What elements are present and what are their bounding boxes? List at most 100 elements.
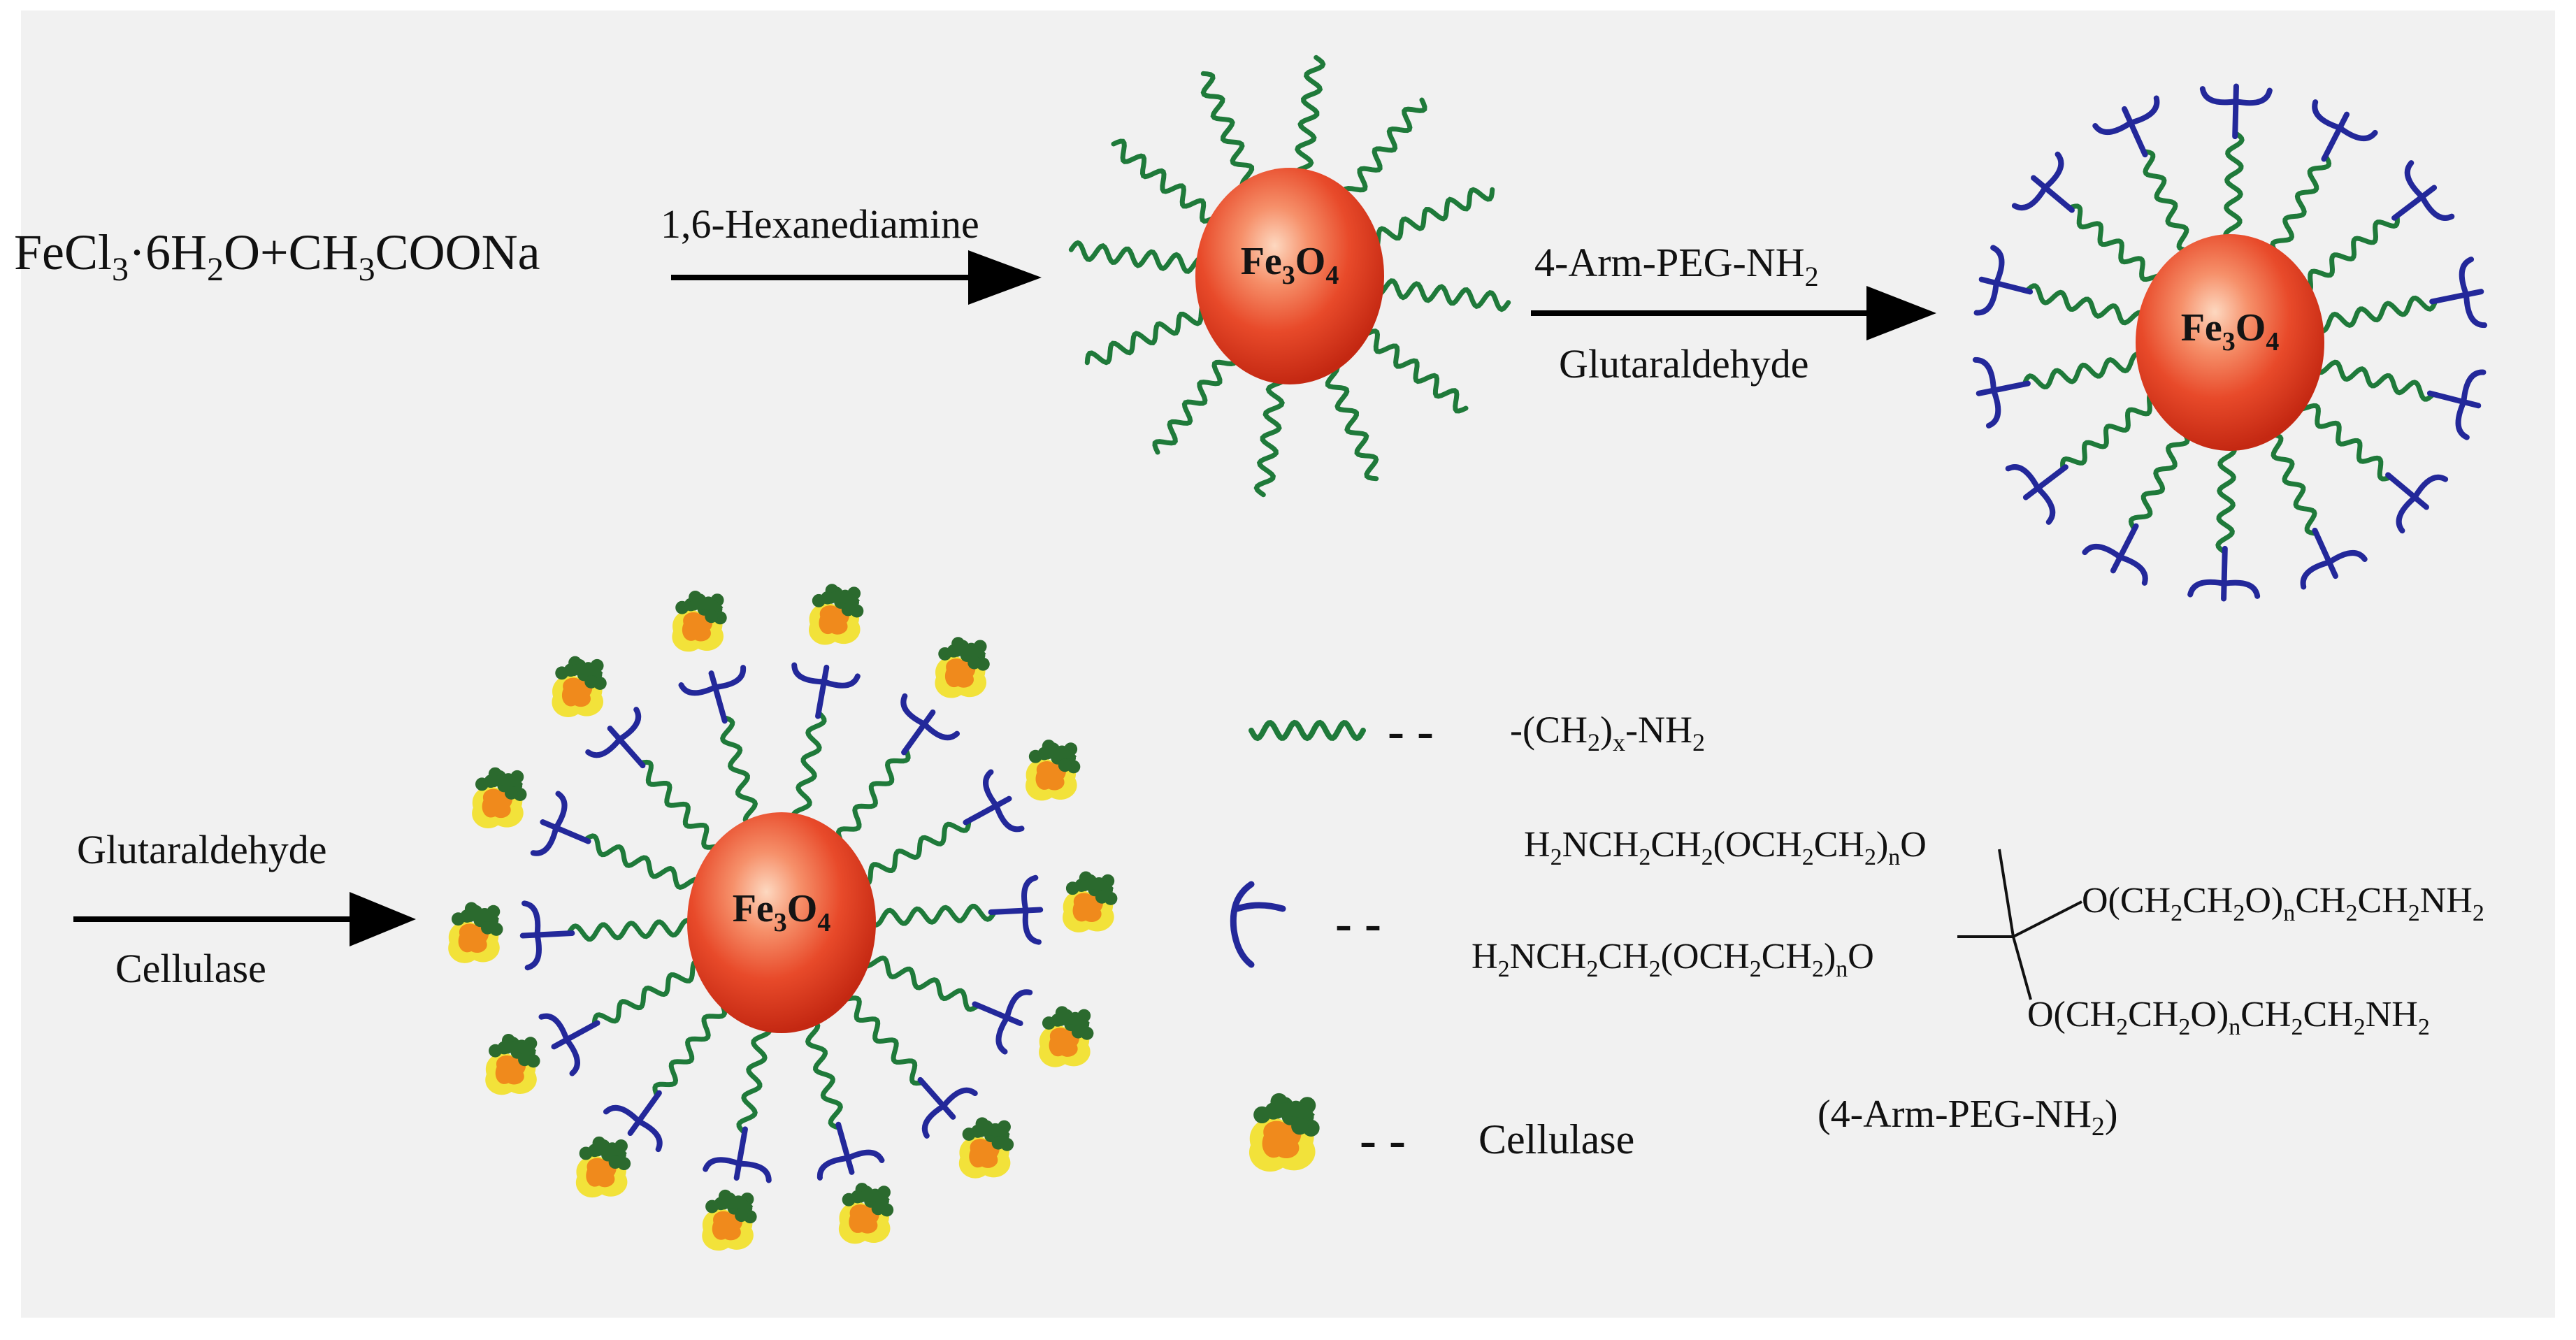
step3-reagent2-label: Cellulase <box>115 946 266 991</box>
peg-arm-fork <box>1973 245 2005 316</box>
cellulase-enzyme <box>552 656 607 717</box>
peg-arm-fork <box>2199 83 2273 106</box>
peg-formula-line2: H2NCH2CH2(OCH2CH2)nO <box>1472 937 1874 982</box>
reactants-formula: FeCl3·6H2O+CH3COONa <box>14 224 540 288</box>
particle1-linker-arms <box>1068 55 1511 498</box>
linker-chain <box>582 833 704 891</box>
linker-chain <box>1068 240 1209 274</box>
particle3-core <box>687 812 876 1033</box>
particle1-label: Fe3O4 <box>1241 240 1339 290</box>
cellulase-enzyme <box>935 637 990 698</box>
cellulase-enzyme <box>1039 1006 1094 1067</box>
cellulase-enzyme <box>472 767 527 828</box>
linker-chain <box>638 759 728 860</box>
peg-core-bonds <box>1957 849 2082 1000</box>
linker-chain <box>720 714 765 842</box>
cellulase-enzyme <box>448 902 503 963</box>
particle2-core <box>2136 234 2324 451</box>
peg-arm-fork <box>2300 550 2368 590</box>
reaction-arrow-step2 <box>1531 286 1936 340</box>
linker-chain <box>1084 301 1216 366</box>
peg-arm-fork <box>816 1149 885 1181</box>
linker-chain <box>2066 203 2166 289</box>
peg-arm-fork <box>585 707 642 758</box>
cellulase-enzyme <box>1249 1093 1320 1172</box>
linker-chain <box>652 990 733 1099</box>
linker-chain <box>1111 138 1226 229</box>
linker-chain <box>866 903 998 928</box>
particle1-core <box>1195 168 1384 384</box>
peg-arm-fork <box>791 662 861 689</box>
legend-linker-dash: - - <box>1388 703 1434 759</box>
reaction-arrow-step3 <box>73 892 416 946</box>
step2-reagent-label: 4-Arm-PEG-NH2 <box>1534 240 1819 292</box>
peg-formula-arm3: O(CH2CH2O)nCH2CH2NH2 <box>2082 881 2484 926</box>
cellulase-enzyme <box>672 591 727 652</box>
step1-reagent-label: 1,6-Hexanediamine <box>661 201 979 247</box>
cellulase-enzyme <box>958 1117 1014 1179</box>
linker-chain <box>835 986 926 1086</box>
peg-formula-caption: (4-Arm-PEG-NH2) <box>1818 1093 2118 1141</box>
linker-chain <box>2294 396 2394 482</box>
linker-chain <box>2313 295 2438 333</box>
linker-chain <box>2022 352 2147 390</box>
legend-linker-icon <box>1249 719 1366 742</box>
linker-chain <box>1370 278 1511 312</box>
peg-arm-fork <box>2455 369 2487 440</box>
linker-chain <box>1337 97 1427 212</box>
linker-chain <box>2141 149 2201 266</box>
legend-peg-icon <box>1230 881 1286 968</box>
linker-chain <box>1152 340 1242 455</box>
cellulase-enzyme <box>702 1189 757 1251</box>
legend-linker-formula: -(CH2)x-NH2 <box>1510 709 1705 756</box>
linker-chain <box>2267 153 2332 268</box>
peg-arm-fork <box>603 1104 663 1153</box>
peg-arm-fork <box>2312 99 2378 141</box>
legend-cellulase-icon <box>1249 1093 1320 1172</box>
linker-chain <box>2297 213 2400 294</box>
peg-arm-fork <box>2005 464 2056 525</box>
particle3-label: Fe3O4 <box>733 887 831 937</box>
peg-arm-fork <box>2404 160 2455 221</box>
legend-cellulase-label: Cellulase <box>1478 1116 1634 1162</box>
linker-chain <box>859 954 981 1012</box>
peg-arm-fork <box>921 1087 978 1139</box>
peg-arm-fork <box>538 1013 580 1076</box>
particle3-peg-arms <box>519 662 1044 1183</box>
peg-arm-fork <box>2082 544 2148 586</box>
reaction-arrow-step1 <box>671 250 1042 305</box>
cellulase-enzyme <box>838 1183 894 1244</box>
cellulase-enzyme <box>1063 871 1118 932</box>
cellulase-enzyme <box>1026 740 1081 801</box>
linker-chain <box>2060 391 2163 472</box>
linker-chain <box>566 918 697 942</box>
peg-arm-fork <box>2396 474 2449 534</box>
legend-peg-dash: - - <box>1335 895 1381 951</box>
particle2-label: Fe3O4 <box>2181 306 2280 356</box>
cellulase-enzyme <box>575 1136 631 1198</box>
peg-arm-fork <box>983 769 1025 833</box>
linker-chain <box>2024 283 2148 326</box>
peg-arm-fork <box>995 989 1033 1055</box>
linker-chain <box>2312 359 2436 402</box>
peg-arm-fork <box>530 791 568 856</box>
peg-arm-fork <box>703 1157 772 1183</box>
step2-reagent2-label: Glutaraldehyde <box>1559 341 1809 387</box>
particle2-peg-arms <box>1972 83 2488 602</box>
linker-chain <box>1315 350 1379 482</box>
linker-chain <box>830 747 911 855</box>
linker-chain <box>1200 71 1265 202</box>
linker-chain <box>856 818 972 887</box>
peg-arm-fork <box>2187 579 2261 602</box>
step3-reagent1-label: Glutaraldehyde <box>77 827 327 872</box>
peg-arm-fork <box>1021 874 1044 945</box>
peg-arm-fork <box>519 900 542 971</box>
linker-chain <box>798 1004 843 1131</box>
peg-arm-fork <box>2092 95 2160 135</box>
peg-arm-fork <box>1972 356 2001 428</box>
cellulase-enzyme <box>485 1034 540 1095</box>
peg-formula-arm4: O(CH2CH2O)nCH2CH2NH2 <box>2027 995 2430 1040</box>
cellulase-enzyme <box>808 584 864 645</box>
peg-arm-fork <box>2011 151 2064 211</box>
